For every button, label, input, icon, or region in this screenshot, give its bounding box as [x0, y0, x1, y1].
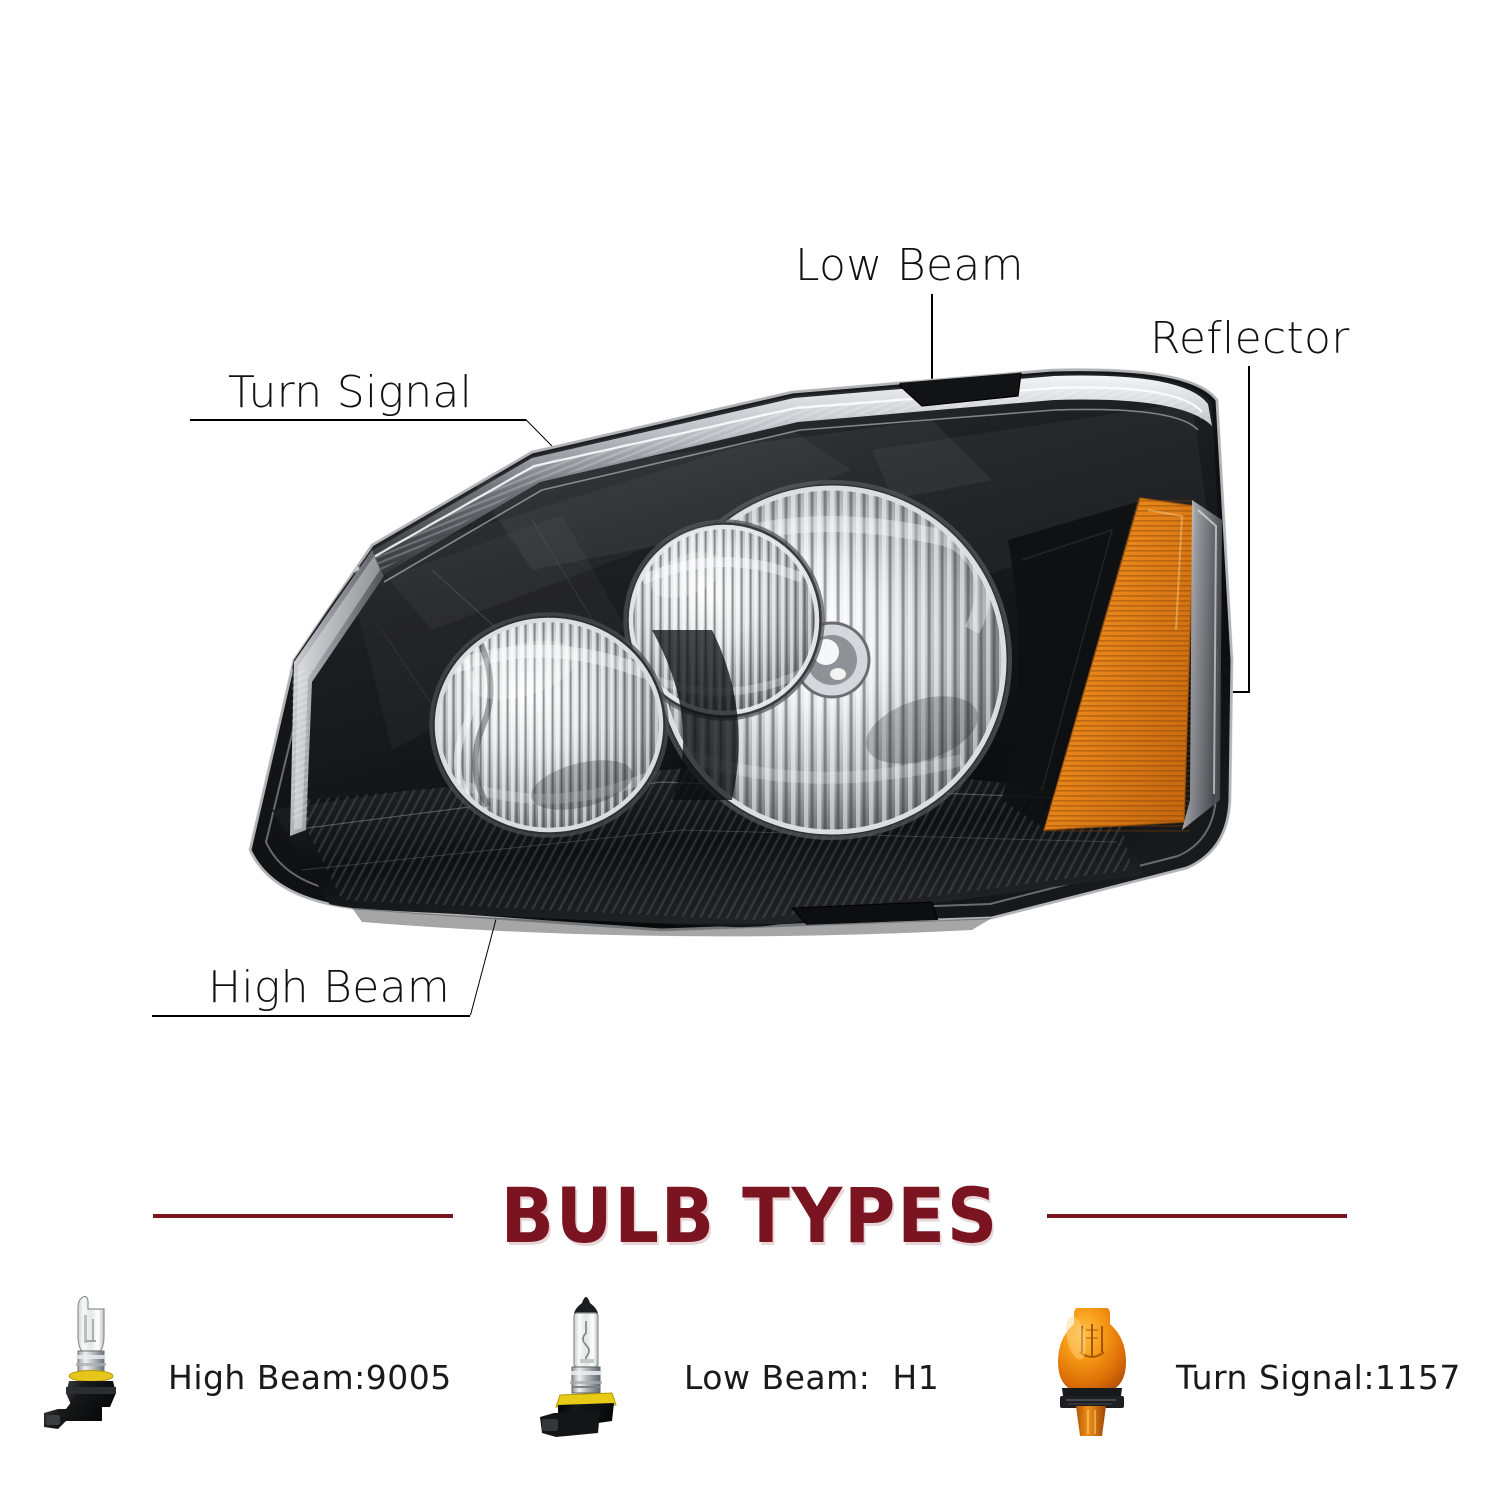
bulb-glass — [77, 1295, 105, 1352]
heading-rule-left — [153, 1214, 454, 1218]
bulb-types-heading: BULB TYPES — [0, 1176, 1500, 1256]
callout-underline-high-beam — [152, 1015, 470, 1017]
bulb-1157-icon — [1042, 1290, 1142, 1470]
bulb-item-high-beam: High Beam:9005 — [0, 1282, 500, 1472]
callout-label-reflector: Reflector — [1150, 313, 1350, 364]
callout-underline-turn-signal — [190, 419, 526, 421]
outer-right-chrome-edge — [1182, 500, 1222, 830]
bulb-oring — [68, 1370, 114, 1382]
heading-rule-right — [1046, 1214, 1347, 1218]
bulb-9005-icon — [36, 1289, 156, 1469]
bulb-tip — [574, 1297, 598, 1315]
headlight-assembly-image — [232, 330, 1252, 960]
callout-leader-reflector-vertical — [1248, 366, 1250, 692]
bulb-collar — [77, 1350, 105, 1372]
bulb-h1-icon — [528, 1287, 648, 1467]
bulb-types-list: High Beam:9005 — [0, 1282, 1500, 1472]
callout-label-high-beam: High Beam — [208, 962, 450, 1013]
heading-title: BULB TYPES — [500, 1171, 1000, 1260]
callout-label-low-beam: Low Beam — [795, 240, 1024, 291]
bulb-stem — [1076, 1406, 1106, 1436]
bulb-label-high-beam: High Beam:9005 — [168, 1357, 452, 1397]
lens-outer-rim — [248, 368, 1234, 932]
bulb-item-low-beam: Low Beam: H1 — [500, 1282, 1000, 1472]
bulb-label-low-beam: Low Beam: H1 — [684, 1357, 940, 1397]
bulb-item-turn-signal: Turn Signal:1157 — [1000, 1282, 1500, 1472]
bulb-label-turn-signal: Turn Signal:1157 — [1176, 1357, 1461, 1397]
bulb-collar — [571, 1366, 601, 1394]
mounting-tab-top — [899, 369, 1023, 407]
callout-label-turn-signal: Turn Signal — [228, 367, 473, 418]
